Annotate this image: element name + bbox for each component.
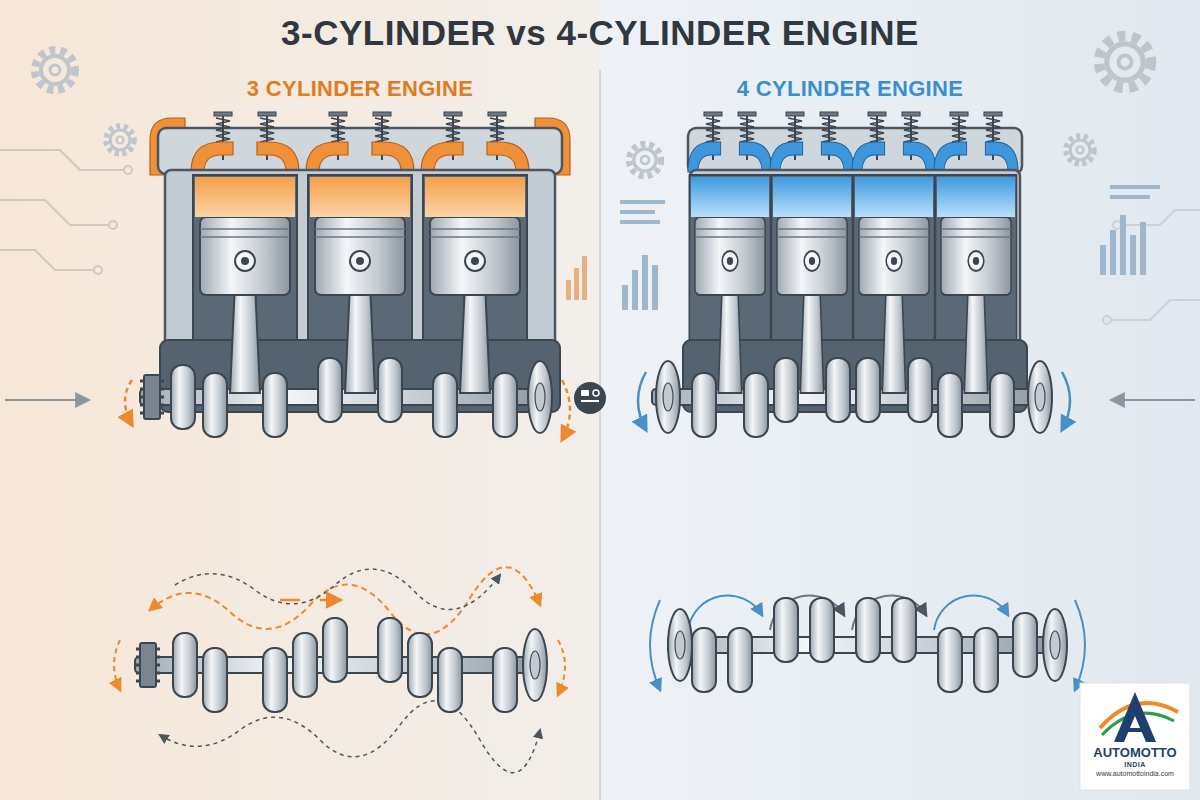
right-ground [600, 0, 1200, 800]
port [372, 142, 414, 172]
timing-gear [140, 375, 164, 419]
port [487, 142, 529, 172]
four-cylinder-engine [638, 112, 1070, 437]
port [257, 142, 299, 172]
combustion-chamber [855, 177, 933, 217]
rotation-arrow [562, 380, 570, 440]
crank-web [826, 358, 850, 422]
crank-web [856, 358, 880, 422]
crank-web [774, 358, 798, 422]
compare-icon [574, 382, 606, 414]
gear-icon [35, 50, 75, 90]
combustion-chamber [425, 177, 525, 217]
rotation-arrow [1062, 372, 1070, 430]
crank-web [692, 373, 716, 437]
circuit-lines [0, 150, 132, 274]
cylinder [193, 175, 297, 393]
four-cylinder-crankshaft [650, 595, 1085, 692]
left-ground [0, 0, 600, 800]
port [770, 142, 803, 172]
logo-mark [1080, 683, 1190, 790]
cylinder [308, 175, 412, 393]
cylinder [771, 175, 852, 393]
combustion-chamber [773, 177, 851, 217]
port [306, 142, 348, 172]
page-title: 3-CYLINDER vs 4-CYLINDER ENGINE [0, 12, 1200, 54]
circuit-lines [1103, 210, 1200, 324]
crank-web [908, 358, 932, 422]
port [852, 142, 885, 172]
cylinder [689, 175, 770, 393]
crank-web [433, 373, 457, 437]
port [821, 142, 854, 172]
crank-web [318, 358, 342, 422]
rotation-arrow [638, 372, 646, 430]
crank-web [493, 373, 517, 437]
port [903, 142, 936, 172]
cylinder [423, 175, 527, 393]
crank-web [203, 373, 227, 437]
combustion-chamber [691, 177, 769, 217]
three-cylinder-engine [125, 112, 570, 440]
gear-icon [1066, 136, 1094, 164]
three-cylinder-crankshaft [114, 567, 565, 773]
logo-box: AUTOMOTTOINDIAwww.automottoindia.com [1078, 683, 1192, 790]
gear-icon [629, 144, 661, 176]
bar-chart-icon [566, 256, 587, 300]
rotation-arrow [125, 380, 132, 425]
cylinder-head [688, 128, 1022, 174]
flywheel [1028, 361, 1052, 433]
crank-web [990, 373, 1014, 437]
combustion-chamber [310, 177, 410, 217]
pulley [656, 361, 680, 433]
crank-web [938, 373, 962, 437]
crank-web [744, 373, 768, 437]
logo-text: www.automottoindia.com [1081, 769, 1189, 778]
port [688, 142, 721, 172]
port [191, 142, 233, 172]
port [985, 142, 1018, 172]
crank-web [263, 373, 287, 437]
cylinder [935, 175, 1016, 393]
gear-icon [1099, 36, 1151, 88]
side-arrow [1112, 399, 1195, 401]
divider [599, 70, 601, 800]
side-arrow [5, 399, 88, 401]
engine-panel: 3 CYLINDER ENGINE [118, 76, 602, 656]
flywheel [528, 361, 552, 433]
logo-text: INDIA [1081, 761, 1189, 769]
port [739, 142, 772, 172]
combustion-chamber [195, 177, 295, 217]
gear-icon [106, 126, 134, 154]
crank-web [171, 365, 195, 429]
panel-text: 3 CYLINDER ENGINE [118, 76, 602, 102]
cylinder [853, 175, 934, 393]
engine-panel: 4 CYLINDER ENGINE [608, 76, 1092, 656]
panel-text: 4 CYLINDER ENGINE [608, 76, 1092, 102]
logo-text: AUTOMOTTO [1081, 746, 1189, 761]
combustion-chamber [937, 177, 1015, 217]
port [421, 142, 463, 172]
port [934, 142, 967, 172]
crank-web [378, 358, 402, 422]
